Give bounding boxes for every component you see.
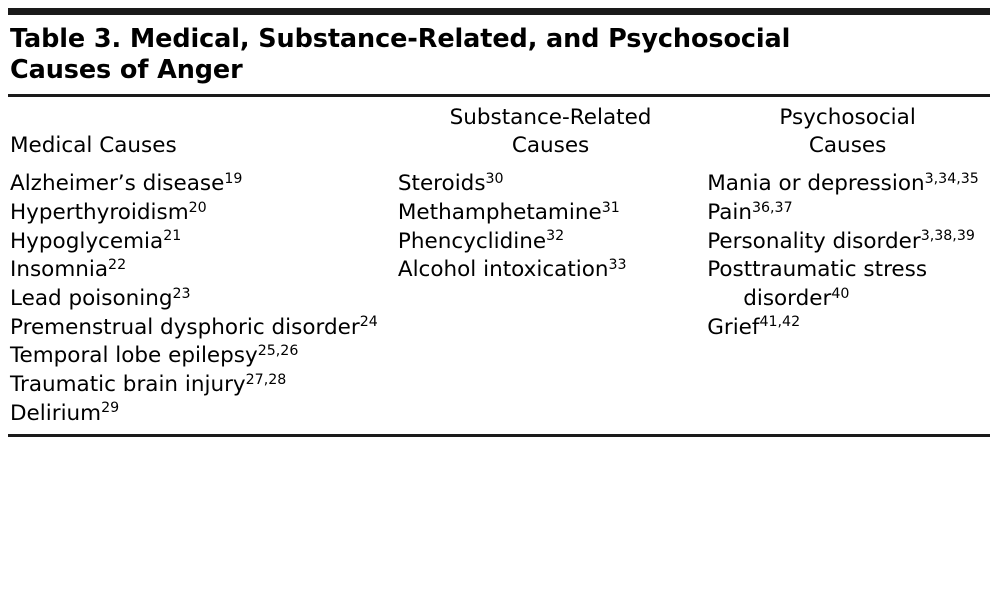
- list-item: Traumatic brain injury27,28: [10, 371, 394, 400]
- reference-marker: 30: [485, 170, 504, 187]
- reference-marker: 41,42: [759, 314, 801, 331]
- reference-marker: 20: [188, 199, 207, 216]
- list-item-label: Temporal lobe epilepsy: [10, 343, 258, 369]
- list-item: Posttraumatic stress disorder40: [707, 256, 988, 313]
- list-item-label: Hypoglycemia: [10, 228, 164, 254]
- list-item: Insomnia22: [10, 256, 394, 285]
- reference-marker: 3,38,39: [920, 228, 975, 245]
- column-header-psychosocial: Psychosocial Causes: [705, 97, 990, 165]
- list-item: Delirium29: [10, 400, 394, 429]
- list-item-label: Mania or depression: [707, 171, 925, 197]
- reference-marker: 40: [831, 285, 850, 302]
- list-item: Alcohol intoxication33: [398, 256, 703, 285]
- list-item-label: Pain: [707, 199, 752, 225]
- list-item: Lead poisoning23: [10, 285, 394, 314]
- list-item: Alzheimer’s disease19: [10, 170, 394, 199]
- column-header-substance-line-2: Causes: [511, 132, 590, 158]
- list-item-label: Posttraumatic stress disorder: [707, 257, 928, 311]
- table-bottom-rule: [8, 434, 990, 438]
- list-item: Temporal lobe epilepsy25,26: [10, 342, 394, 371]
- reference-marker: 19: [224, 170, 243, 187]
- column-header-substance: Substance-Related Causes: [396, 97, 705, 165]
- list-item: Methamphetamine31: [398, 199, 703, 228]
- reference-marker: 21: [163, 228, 182, 245]
- list-item: Mania or depression3,34,35: [707, 170, 988, 199]
- list-item-label: Grief: [707, 314, 760, 340]
- list-item-label: Alcohol intoxication: [397, 257, 609, 283]
- column-header-medical-line-1: Medical Causes: [10, 132, 177, 158]
- reference-marker: 33: [608, 256, 627, 273]
- causes-table: Medical Causes Substance-Related Causes …: [8, 97, 990, 434]
- list-item-label: Lead poisoning: [10, 286, 173, 311]
- list-item: Steroids30: [398, 170, 703, 199]
- reference-marker: 27,28: [245, 371, 287, 388]
- reference-marker: 3,34,35: [924, 170, 979, 187]
- list-item-label: Methamphetamine: [397, 199, 602, 225]
- list-item-label: Premenstrual dysphoric disorder: [10, 314, 360, 340]
- list-item-label: Delirium: [10, 400, 102, 426]
- table-title: Table 3. Medical, Substance-Related, and…: [10, 24, 791, 86]
- table-header-rule: [8, 94, 990, 98]
- reference-marker: 31: [601, 199, 620, 216]
- list-item-label: Insomnia: [10, 257, 109, 283]
- column-header-substance-line-1: Substance-Related: [449, 105, 652, 131]
- reference-marker: 25,26: [257, 343, 299, 359]
- list-item-label: Personality disorder: [707, 228, 921, 254]
- table-container: Table 3. Medical, Substance-Related, and…: [0, 8, 998, 438]
- list-item-label: Alzheimer’s disease: [10, 171, 225, 197]
- list-item: Phencyclidine32: [398, 228, 703, 257]
- reference-marker: 29: [101, 400, 120, 417]
- list-item: Grief41,42: [707, 314, 988, 343]
- reference-marker: 24: [359, 314, 378, 331]
- list-item-label: Phencyclidine: [397, 228, 547, 254]
- list-item-label: Steroids: [397, 171, 486, 197]
- column-header-psychosocial-line-1: Psychosocial: [779, 105, 916, 131]
- reference-marker: 36,37: [751, 199, 793, 216]
- list-item-label: Traumatic brain injury: [10, 372, 246, 398]
- reference-marker: 23: [172, 285, 191, 302]
- list-item-label: Hyperthyroidism: [10, 199, 189, 225]
- column-header-medical: Medical Causes: [8, 97, 396, 165]
- column-header-psychosocial-line-2: Causes: [808, 132, 887, 158]
- list-item: Personality disorder3,38,39: [707, 228, 988, 257]
- list-item: Pain36,37: [707, 199, 988, 228]
- reference-marker: 32: [546, 228, 565, 245]
- list-item: Premenstrual dysphoric disorder24: [10, 314, 394, 343]
- list-item: Hypoglycemia21: [10, 228, 394, 257]
- table-header-row: Medical Causes Substance-Related Causes …: [8, 97, 990, 165]
- reference-marker: 22: [108, 256, 127, 273]
- table-top-rule: [8, 8, 990, 15]
- list-item: Hyperthyroidism20: [10, 199, 394, 228]
